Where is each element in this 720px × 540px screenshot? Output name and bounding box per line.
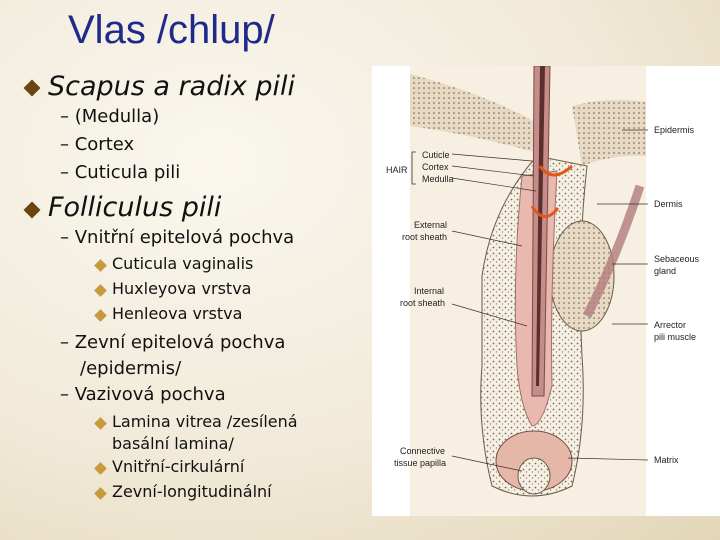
item-vnitrni-pochva: – Vnitřní epitelová pochva xyxy=(60,227,295,248)
item-zevni-pochva: – Zevní epitelová pochva xyxy=(60,332,286,353)
epidermis-left xyxy=(410,74,547,156)
annotation-bracket-lower xyxy=(530,205,560,218)
item-vnitrni-cirkularni: Vnitřní-cirkulární xyxy=(112,457,245,476)
item-lamina-vitrea-cont: basální lamina/ xyxy=(112,434,234,453)
label-matrix: Matrix xyxy=(654,455,679,465)
label-epidermis: Epidermis xyxy=(654,125,695,135)
leader-lines xyxy=(451,129,649,472)
annotation-bracket-upper xyxy=(538,164,574,177)
item-cuticula-vaginalis: Cuticula vaginalis xyxy=(112,254,254,273)
label-external-root-sheath-2: root sheath xyxy=(402,232,447,242)
item-lamina-vitrea: Lamina vitrea /zesílená xyxy=(112,412,298,431)
heading-folliculus: Folliculus pili xyxy=(48,192,222,223)
label-cortex: Cortex xyxy=(422,162,449,172)
hair-medulla xyxy=(536,66,545,386)
heading-scapus: Scapus a radix pili xyxy=(48,71,296,102)
label-sebaceous: Sebaceous xyxy=(654,254,700,264)
slide-title: Vlas /chlup/ xyxy=(68,8,275,52)
label-hair: HAIR xyxy=(386,165,408,175)
item-zevni-longitudinalni: Zevní-longitudinální xyxy=(112,482,272,501)
label-internal-root-sheath: Internal xyxy=(414,286,444,296)
item-vazivova-pochva: – Vazivová pochva xyxy=(60,384,226,405)
hair-follicle-diagram: HAIR Cuticle Cortex Medulla External roo… xyxy=(386,65,700,516)
epidermis-right xyxy=(572,99,646,166)
label-medulla: Medulla xyxy=(422,174,454,184)
label-cuticle: Cuticle xyxy=(422,150,450,160)
label-external-root-sheath: External xyxy=(414,220,447,230)
item-epidermis: /epidermis/ xyxy=(80,358,182,379)
label-dermis: Dermis xyxy=(654,199,683,209)
item-henleova: Henleova vrstva xyxy=(112,304,243,323)
item-cortex: – Cortex xyxy=(60,134,135,155)
arrector-muscle xyxy=(582,184,645,319)
label-arrector-2: pili muscle xyxy=(654,332,696,342)
hair-bracket xyxy=(411,151,416,185)
label-arrector: Arrector xyxy=(654,320,686,330)
label-connective: Connective xyxy=(400,446,445,456)
hair-follicle-figure: HAIR Cuticle Cortex Medulla External roo… xyxy=(372,65,720,516)
item-medulla: – (Medulla) xyxy=(60,106,160,127)
connective-papilla xyxy=(517,457,551,495)
item-cuticula-pili: – Cuticula pili xyxy=(60,162,181,183)
label-connective-2: tissue papilla xyxy=(394,458,446,468)
label-sebaceous-2: gland xyxy=(654,266,676,276)
label-internal-root-sheath-2: root sheath xyxy=(400,298,445,308)
item-huxleyova: Huxleyova vrstva xyxy=(112,279,252,298)
